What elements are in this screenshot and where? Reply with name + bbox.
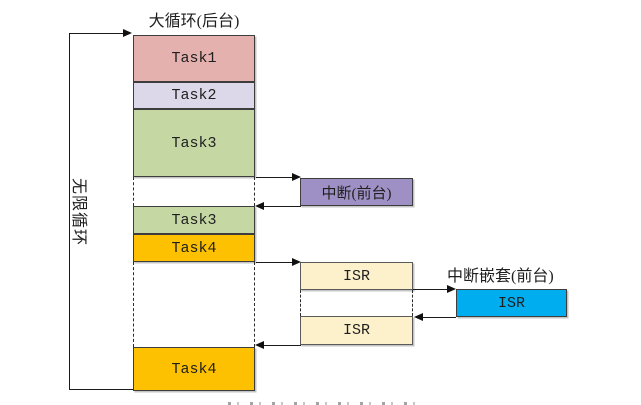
arrowhead-left-icon	[255, 341, 264, 349]
task1-box: Task1	[133, 35, 255, 82]
connector-task3-to-interrupt	[256, 177, 293, 178]
nested-interrupt-label: 中断嵌套(前台)	[447, 268, 554, 285]
isr-second-box: ISR	[300, 316, 413, 345]
arrowhead-right-icon	[292, 258, 301, 266]
connector-interrupt-return	[264, 206, 301, 207]
isr-nested-box: ISR	[456, 289, 567, 317]
cropped-caption-marks	[228, 402, 418, 405]
loop-line-bottom	[69, 389, 133, 390]
task3-box: Task3	[133, 109, 255, 177]
infinite-loop-label: 无限循环	[69, 172, 87, 252]
isr-second-label: ISR	[342, 322, 370, 339]
background-loop-title: 大循环(后台)	[148, 13, 240, 30]
task4-repeat-box: Task4	[133, 347, 255, 391]
column-gap2-dash-left	[133, 262, 134, 347]
arrowhead-right-icon	[447, 285, 456, 293]
isr-first-box: ISR	[300, 262, 413, 290]
isr-first-label: ISR	[342, 267, 370, 285]
task3-repeat-label: Task3	[171, 211, 217, 229]
loop-line-top	[69, 33, 123, 34]
connector-nested-return	[423, 317, 456, 318]
connector-isr-to-nested	[413, 289, 448, 290]
column-gap2-dash-right	[254, 262, 255, 347]
interrupt-label: 中断(前台)	[321, 185, 392, 202]
isr-gap-dash-left	[300, 290, 301, 316]
isr-gap-dash-right	[412, 290, 413, 316]
arrowhead-right-icon	[123, 29, 132, 37]
connector-task4-to-isr	[256, 262, 293, 263]
isr-nested-label: ISR	[497, 294, 525, 312]
task4-label: Task4	[171, 239, 217, 257]
column-gap1-dash-left	[133, 177, 134, 206]
task3-repeat-box: Task3	[133, 206, 255, 234]
arrowhead-left-icon	[255, 202, 264, 210]
task2-label: Task2	[171, 87, 217, 104]
column-gap1-dash-right	[254, 177, 255, 206]
task4-repeat-label: Task4	[171, 360, 217, 378]
task4-box: Task4	[133, 234, 255, 262]
task1-label: Task1	[171, 50, 217, 67]
task3-label: Task3	[171, 134, 217, 152]
connector-isr-return	[264, 345, 301, 346]
arrowhead-left-icon	[414, 313, 423, 321]
loop-line-vertical	[69, 33, 70, 390]
interrupt-box: 中断(前台)	[300, 178, 413, 206]
arrowhead-right-icon	[292, 173, 301, 181]
task2-box: Task2	[133, 82, 255, 109]
